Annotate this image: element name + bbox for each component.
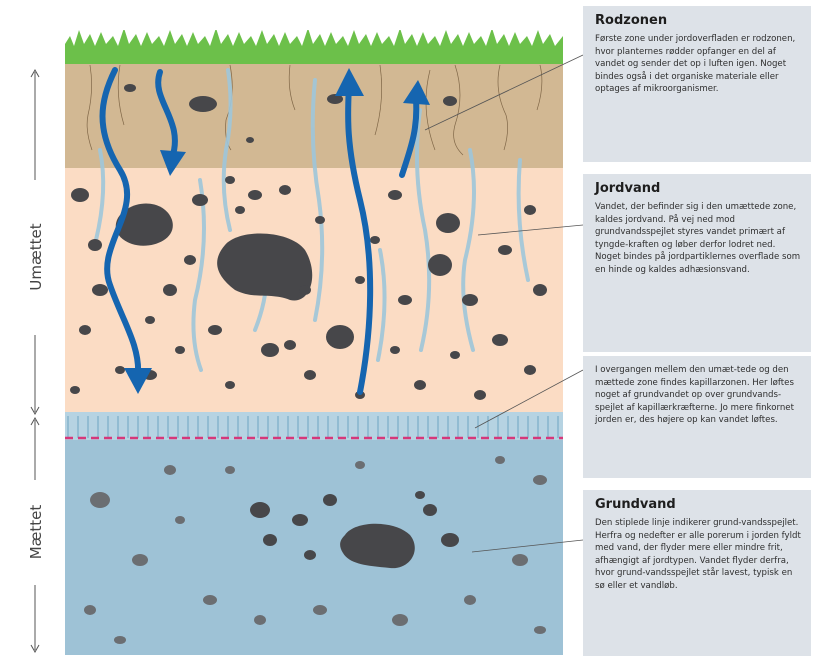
- box-grundvand: Grundvand Den stiplede linje indikerer g…: [583, 490, 811, 656]
- grass: [65, 28, 563, 64]
- label-saturated: Mættet: [27, 487, 45, 577]
- box-grundvand-text: Den stiplede linje indikerer grund-vands…: [595, 517, 801, 593]
- box-jordvand: Jordvand Vandet, der befinder sig i den …: [583, 174, 811, 352]
- box-rodzonen-title: Rodzonen: [595, 13, 801, 28]
- capillary-ticks: [65, 416, 563, 438]
- box-kapillar: I overgangen mellem den umæt-tede og den…: [583, 356, 811, 478]
- label-unsaturated: Umættet: [27, 212, 45, 302]
- box-rodzonen-text: Første zone under jordoverfladen er rodz…: [595, 33, 801, 96]
- saturated-zone: [65, 420, 563, 658]
- box-grundvand-title: Grundvand: [595, 497, 801, 512]
- box-jordvand-title: Jordvand: [595, 181, 801, 196]
- box-jordvand-text: Vandet, der befinder sig i den umættede …: [595, 201, 801, 277]
- box-kapillar-text: I overgangen mellem den umæt-tede og den…: [595, 364, 801, 427]
- box-rodzonen: Rodzonen Første zone under jordoverflade…: [583, 6, 811, 162]
